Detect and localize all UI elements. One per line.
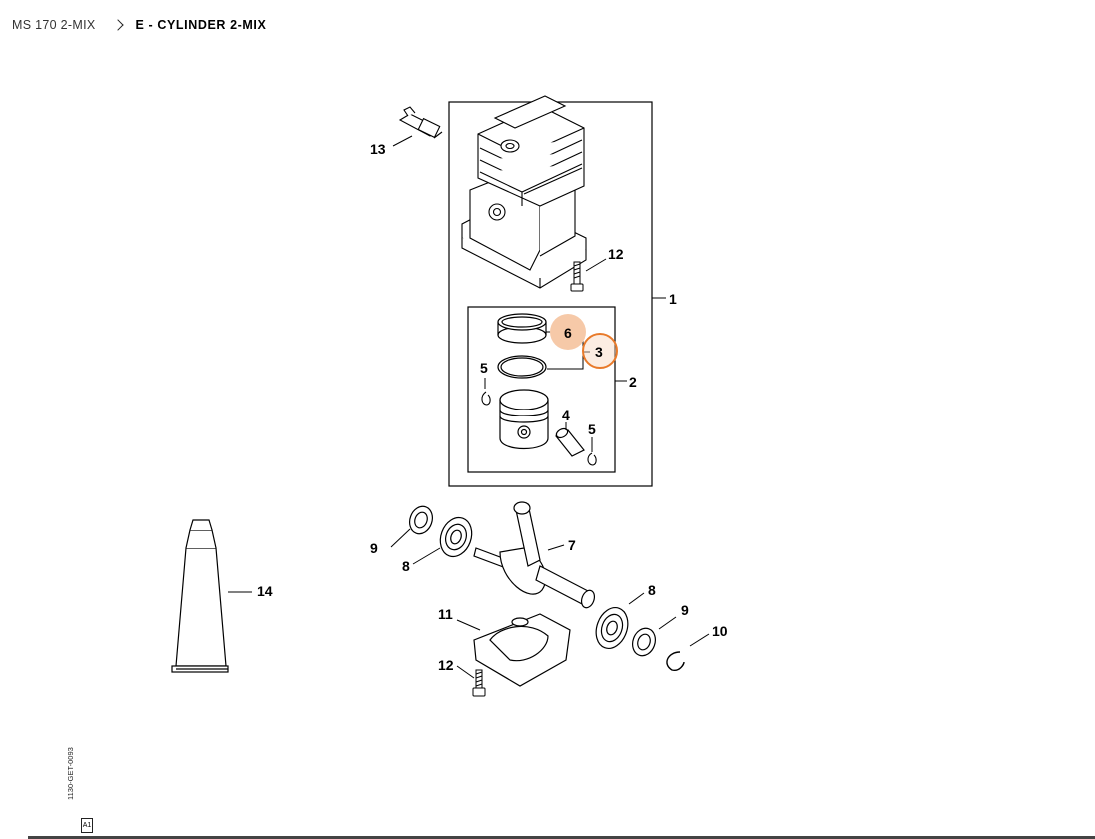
cylinder-drawing <box>461 95 587 289</box>
assembly-frame-piston <box>467 306 616 473</box>
snap-ring-drawing <box>481 391 597 466</box>
part-label-5-left[interactable]: 5 <box>480 360 488 376</box>
part-label-4[interactable]: 4 <box>562 407 570 423</box>
seal-drawing-right <box>632 627 656 657</box>
screw-drawing-upper <box>570 261 584 292</box>
spark-plug-drawing <box>398 106 443 139</box>
breadcrumb: MS 170 2-MIX E - CYLINDER 2-MIX <box>12 16 266 34</box>
circlip-drawing <box>666 651 685 672</box>
bearing-drawing-left <box>439 516 473 558</box>
crankcase-drawing <box>473 613 571 687</box>
seal-drawing-left <box>409 505 433 535</box>
breadcrumb-model-link[interactable]: MS 170 2-MIX <box>12 18 96 32</box>
part-label-9-right[interactable]: 9 <box>681 602 689 618</box>
part-label-3[interactable]: 3 <box>595 344 603 360</box>
grease-tube-drawing <box>171 519 229 673</box>
breadcrumb-current-section: E - CYLINDER 2-MIX <box>135 18 267 32</box>
leader-lines <box>228 135 710 679</box>
part-label-1[interactable]: 1 <box>669 291 677 307</box>
part-label-7[interactable]: 7 <box>568 537 576 553</box>
selected-part-3[interactable] <box>582 333 618 369</box>
screw-drawing-lower <box>472 669 486 697</box>
part-label-6[interactable]: 6 <box>564 325 572 341</box>
part-label-8-right[interactable]: 8 <box>648 582 656 598</box>
part-label-9-left[interactable]: 9 <box>370 540 378 556</box>
part-label-10[interactable]: 10 <box>712 623 728 639</box>
drawing-sub-label: A1 <box>81 818 93 833</box>
piston-pin-drawing <box>555 427 585 457</box>
part-label-11[interactable]: 11 <box>438 606 453 622</box>
piston-drawing <box>499 389 549 449</box>
part-label-2[interactable]: 2 <box>629 374 637 390</box>
part-label-12-lower[interactable]: 12 <box>438 657 454 673</box>
part-label-14[interactable]: 14 <box>257 583 273 599</box>
gasket-ring-drawing <box>497 355 547 379</box>
drawing-id: 1130-GET-0093 <box>66 747 75 800</box>
bottom-border <box>28 836 1095 839</box>
piston-ring-drawing <box>497 313 547 344</box>
part-label-8-left[interactable]: 8 <box>402 558 410 574</box>
bearing-drawing-right <box>595 607 629 649</box>
part-label-13[interactable]: 13 <box>370 141 386 157</box>
highlight-part-6[interactable] <box>550 314 586 350</box>
part-label-12-upper[interactable]: 12 <box>608 246 624 262</box>
part-label-5-right[interactable]: 5 <box>588 421 596 437</box>
crankshaft-drawing <box>473 501 596 609</box>
